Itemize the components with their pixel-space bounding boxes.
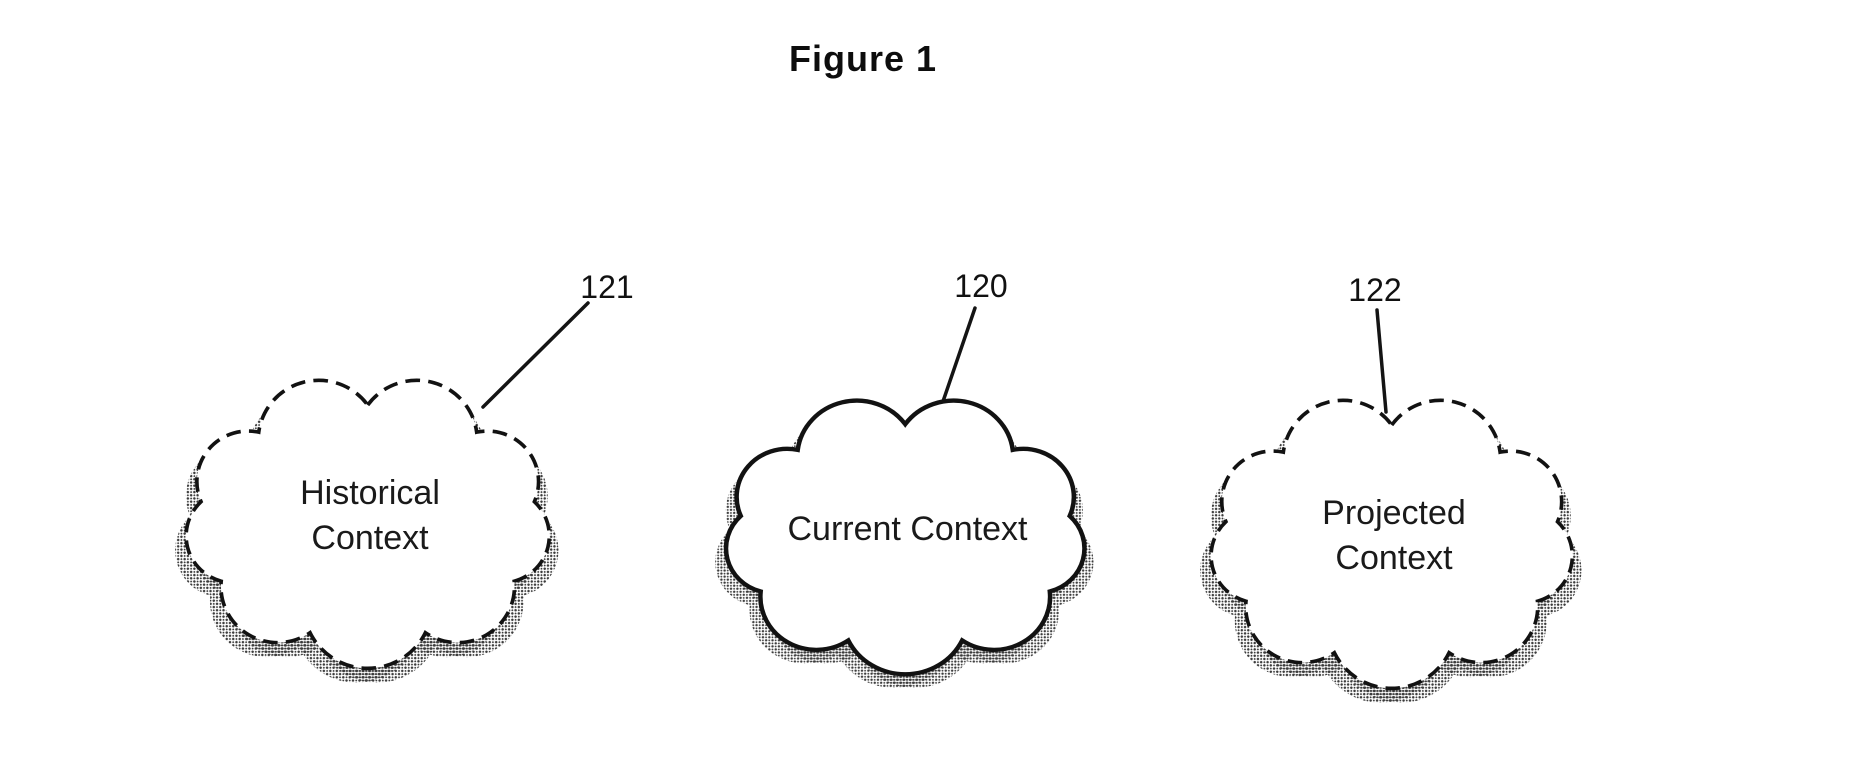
ref-label-122: 122 [1348,272,1402,308]
ref-label-121: 121 [580,269,634,305]
cloud-text-line: Context [1335,539,1453,577]
cloud-current-context: Current Context [715,407,1095,689]
cloud-projected-context: Projected Context [1200,398,1583,703]
cloud-current-label: Current Context [720,396,1095,662]
cloud-historical-context: Historical Context [175,378,560,683]
cloud-text-line: Historical [300,474,440,512]
cloud-text-line: Context [311,519,429,557]
figure-title: Figure 1 [788,38,938,79]
cloud-historical-label: Historical Context [180,376,560,656]
cloud-text-line: Projected [1322,494,1466,532]
cloud-projected-label: Projected Context [1205,396,1583,676]
cloud-text-line: Current Context [787,509,1028,548]
ref-label-120: 120 [954,268,1008,304]
